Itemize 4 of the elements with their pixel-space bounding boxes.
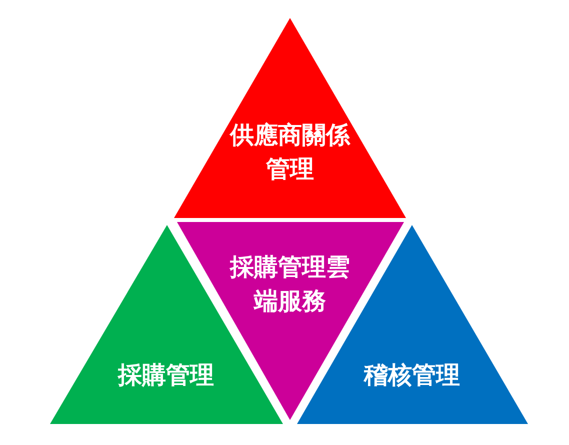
triangle-label: 稽核管理 [362, 360, 461, 391]
triangle-label: 採購管理雲端服務 [230, 252, 350, 317]
triangle-label: 採購管理 [116, 360, 215, 391]
triangle-label: 供應商關係管理 [230, 120, 350, 185]
